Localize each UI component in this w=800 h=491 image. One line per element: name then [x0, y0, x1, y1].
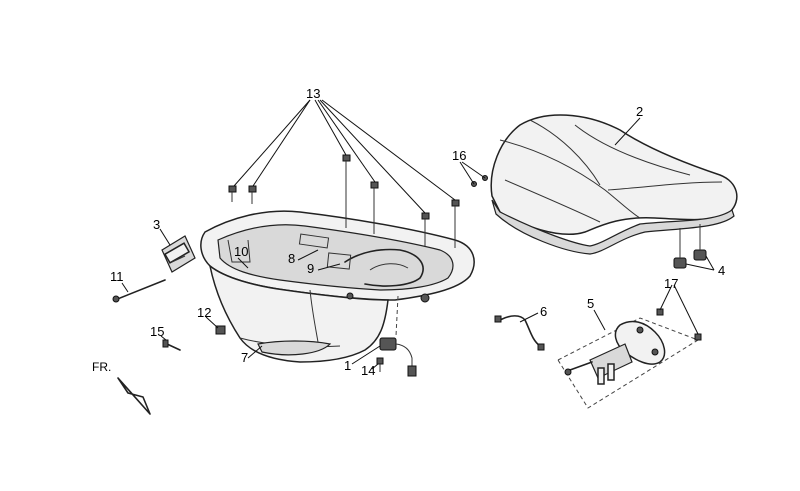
callout-16: 16	[452, 148, 466, 163]
cushion-12	[215, 325, 226, 335]
box-light-assembly	[379, 295, 417, 377]
bolts-17	[656, 308, 702, 341]
front-arrow-icon	[117, 377, 151, 415]
callout-5: 5	[587, 296, 594, 311]
callout-13: 13	[306, 86, 320, 101]
luggage-box	[200, 154, 475, 363]
hinge-bracket	[161, 235, 196, 273]
seat-bumper-right	[693, 249, 707, 261]
callout-6: 6	[540, 304, 547, 319]
callout-1: 1	[344, 358, 351, 373]
seat-bumper-left	[673, 257, 687, 269]
screw-15	[162, 339, 181, 351]
callout-17: 17	[664, 276, 678, 291]
callout-15: 15	[150, 324, 164, 339]
callout-9: 9	[307, 261, 314, 276]
front-direction-label: FR.	[92, 360, 111, 374]
callout-labels: 13 2 16 3 10 8 9 11 4 17 5 6 12 15 7 1 1…	[110, 86, 725, 378]
callout-4: 4	[718, 263, 725, 278]
callout-12: 12	[197, 305, 211, 320]
callout-7: 7	[241, 350, 248, 365]
callout-3: 3	[153, 217, 160, 232]
screw-14	[376, 357, 384, 372]
bolts-16	[471, 175, 488, 187]
callout-14: 14	[361, 363, 375, 378]
callout-8: 8	[288, 251, 295, 266]
hinge-pin	[112, 279, 166, 303]
front-direction-indicator: FR.	[92, 360, 151, 415]
mounting-bolts	[228, 154, 460, 248]
seat	[490, 114, 738, 269]
seat-lock-assembly	[557, 317, 700, 409]
callout-2: 2	[636, 104, 643, 119]
callout-11: 11	[110, 269, 124, 284]
leader-lines	[121, 99, 715, 370]
seat-lock-cable	[494, 315, 545, 351]
callout-10: 10	[234, 244, 248, 259]
